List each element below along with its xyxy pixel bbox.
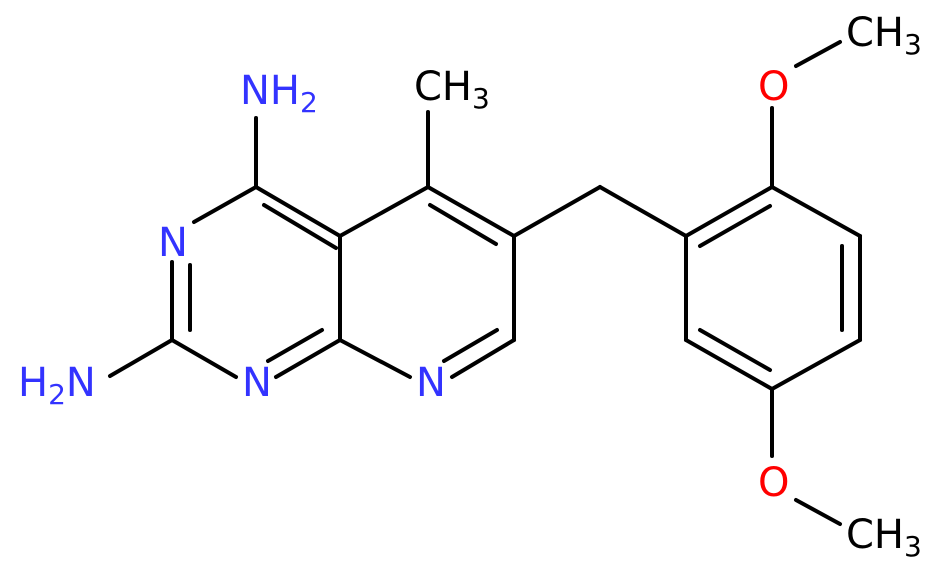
ring-nitrogen-n1: N bbox=[242, 360, 272, 406]
pyridine-ring-bonds bbox=[338, 185, 516, 379]
bond-c5-c6-inner bbox=[428, 203, 498, 246]
bond-ch2-aryl bbox=[598, 185, 688, 238]
bond-c6-ch2 bbox=[512, 185, 602, 238]
bond-n3-c4 bbox=[192, 185, 258, 224]
bond-n1-c2 bbox=[170, 338, 238, 379]
bond-ar2-ar3 bbox=[770, 185, 862, 238]
bond-ar4-ar5 bbox=[770, 338, 862, 391]
bond-c7-n8 bbox=[450, 338, 516, 379]
substituent-bonds bbox=[108, 110, 688, 378]
amine-top-label: NH2 bbox=[240, 68, 318, 119]
bond-c8a-n1 bbox=[274, 338, 342, 379]
bond-c7-n8-inner bbox=[442, 328, 499, 363]
bond-ar5-ar6-inner bbox=[698, 328, 772, 372]
bond-c8a-n1-inner bbox=[266, 328, 324, 363]
ring-nitrogen-n8: N bbox=[416, 360, 446, 406]
ring-nitrogen-n3: N bbox=[158, 220, 188, 266]
bond-c4a-c5 bbox=[338, 185, 430, 238]
bond-o-ch3-bottom bbox=[794, 498, 842, 526]
bond-c4-c4a-inner bbox=[262, 203, 338, 250]
bond-ar5-ar6 bbox=[684, 338, 774, 391]
bond-c4-c4a bbox=[254, 185, 342, 238]
pyrimidine-ring-bonds bbox=[170, 185, 342, 379]
bond-o-ch3-top bbox=[794, 40, 842, 68]
bond-ar1-ar2-inner bbox=[698, 204, 772, 248]
methoxy-bonds bbox=[770, 40, 842, 526]
methoxy-oxygen-top: O bbox=[758, 64, 789, 110]
bond-n8-c8a bbox=[338, 338, 412, 379]
methoxy-methyl-top: CH3 bbox=[846, 10, 922, 61]
methoxy-methyl-bottom: CH3 bbox=[846, 512, 922, 563]
amine-left-label: H2N bbox=[18, 360, 96, 411]
bond-ar1-ar2 bbox=[684, 185, 774, 238]
methoxy-oxygen-bottom: O bbox=[758, 460, 789, 506]
benzene-ring-bonds bbox=[684, 185, 862, 391]
bond-c2-nh2 bbox=[108, 338, 174, 378]
bond-c5-c6 bbox=[426, 185, 516, 238]
ring-methyl-label: CH3 bbox=[414, 64, 490, 115]
